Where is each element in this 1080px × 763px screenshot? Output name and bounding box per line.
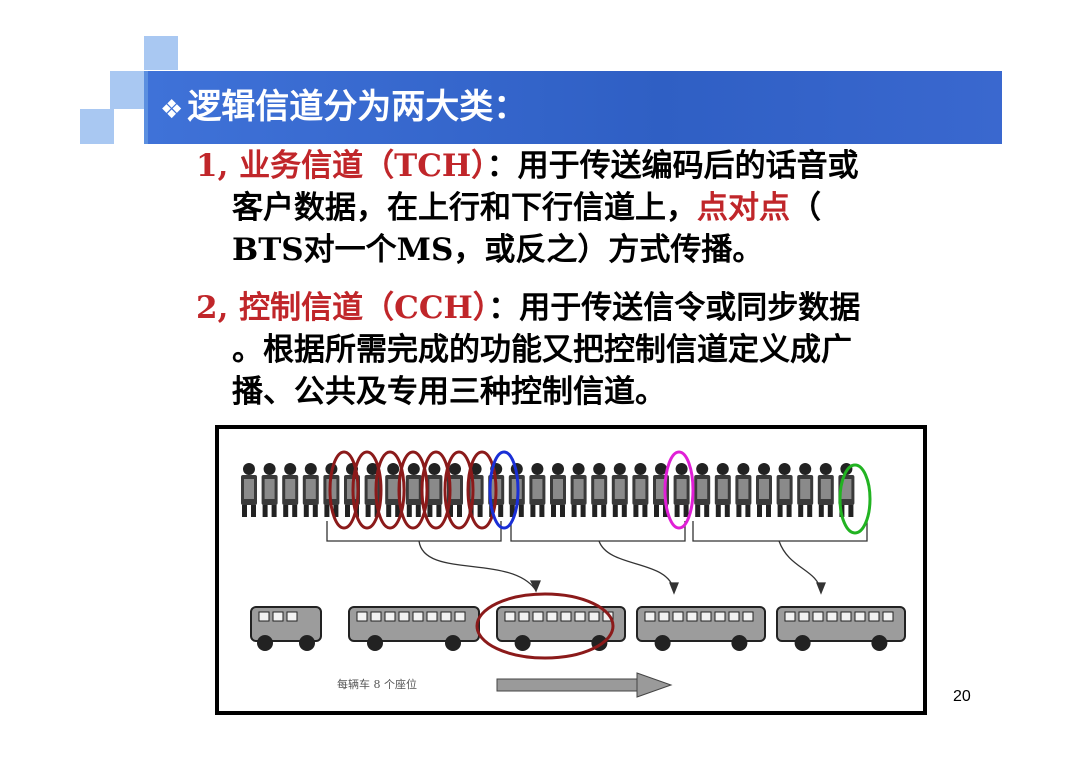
highlight-oval-tch [397, 450, 429, 530]
curved-arrows [418, 540, 826, 595]
decor-square-bottom [80, 109, 114, 144]
item-number: 2, [196, 290, 240, 326]
arrowhead-2 [669, 582, 679, 595]
bus [496, 606, 626, 651]
highlight-oval-tch [443, 450, 475, 530]
person-figure [694, 463, 711, 517]
person-figure [529, 463, 546, 517]
highlight-oval-blue [488, 450, 520, 530]
arrow-3 [778, 540, 822, 592]
arrow-1 [418, 540, 536, 590]
term-point-to-point: 点对点 [697, 190, 790, 226]
tch-desc-3: （ [790, 190, 821, 226]
direction-arrow-head [636, 672, 673, 698]
paragraph-cch-line2: 。根据所需完成的功能又把控制信道定义成广 [232, 332, 852, 368]
paragraph-tch-line1: 1, 业务信道（TCH）：用于传送编码后的话音或 [196, 145, 976, 187]
group-brackets [326, 521, 868, 542]
tch-desc-2: 客户数据，在上行和下行信道上， [232, 190, 697, 226]
person-figure [550, 463, 566, 517]
person-figure [797, 463, 814, 517]
highlight-oval-magenta [663, 450, 695, 530]
tch-desc-1: ：用于传送编码后的话音或 [486, 148, 859, 184]
person-figure [611, 463, 628, 517]
person-figure [714, 463, 731, 517]
person-figure [673, 463, 690, 517]
person-figure [591, 463, 608, 517]
decor-square-top [144, 36, 178, 70]
person-figure [426, 463, 443, 517]
person-figure [405, 463, 422, 517]
cch-desc-1: ：用于传送信令或同步数据 [488, 290, 861, 326]
direction-arrow-body [496, 678, 638, 692]
highlight-oval-tch [420, 450, 452, 530]
title-bar [148, 71, 1002, 144]
person-figure [570, 463, 587, 517]
bracket-1 [326, 521, 502, 542]
arrowhead-1 [529, 580, 541, 593]
caption-group: 每辆车 8 个座位 [337, 672, 673, 698]
person-figure [632, 463, 649, 517]
slide-title-text: 逻辑信道分为两大类： [187, 87, 528, 127]
person-figure [261, 463, 278, 517]
bracket-3 [692, 521, 868, 542]
person-figure [735, 463, 752, 517]
highlight-oval-bus [475, 592, 615, 660]
bus [636, 606, 766, 651]
person-figure [385, 463, 402, 517]
bus-row [250, 606, 906, 651]
paragraph-cch-line3: 播、公共及专用三种控制信道。 [232, 374, 666, 410]
person-figure [241, 463, 257, 517]
slide-title: ❖逻辑信道分为两大类： [160, 77, 527, 137]
highlight-oval-tch [351, 450, 383, 530]
arrow-2 [598, 540, 675, 592]
term-cch: 控制信道（CCH） [239, 290, 489, 326]
paragraph-cch-line1: 2, 控制信道（CCH）：用于传送信令或同步数据 [196, 287, 976, 329]
person-figure [817, 463, 834, 517]
bus [250, 606, 322, 651]
page-number: 20 [953, 688, 971, 705]
highlight-oval-tch [466, 450, 498, 530]
illustration-svg: 每辆车 8 个座位 [241, 450, 906, 698]
person-figure [776, 463, 793, 517]
person-figure [302, 463, 319, 517]
arrowhead-3 [816, 582, 826, 595]
bracket-2 [510, 521, 686, 542]
bus [348, 606, 480, 651]
highlight-ovals [328, 450, 872, 660]
person-figure [756, 463, 772, 517]
people-row [241, 463, 855, 517]
highlight-oval-tch [374, 450, 406, 530]
person-figure [282, 463, 299, 517]
item-number: 1, [196, 148, 240, 184]
bus-seat-illustration: 每辆车 8 个座位 [215, 425, 927, 715]
highlight-oval-green [838, 463, 872, 535]
paragraph-tch-line2: 客户数据，在上行和下行信道上，点对点（ [196, 187, 976, 229]
highlight-oval-tch [328, 450, 360, 530]
paragraph-tch-line3: BTS对一个MS，或反之）方式传播。 [232, 232, 764, 268]
paragraph-tch: 1, 业务信道（TCH）：用于传送编码后的话音或 客户数据，在上行和下行信道上，… [196, 145, 976, 271]
paragraph-cch: 2, 控制信道（CCH）：用于传送信令或同步数据 。根据所需完成的功能又把控制信… [196, 287, 976, 413]
decor-square-left [110, 71, 148, 109]
bus [776, 606, 906, 651]
term-tch: 业务信道（TCH） [239, 148, 487, 184]
diamond-bullet-icon: ❖ [160, 95, 184, 125]
caption-text: 每辆车 8 个座位 [337, 677, 417, 691]
